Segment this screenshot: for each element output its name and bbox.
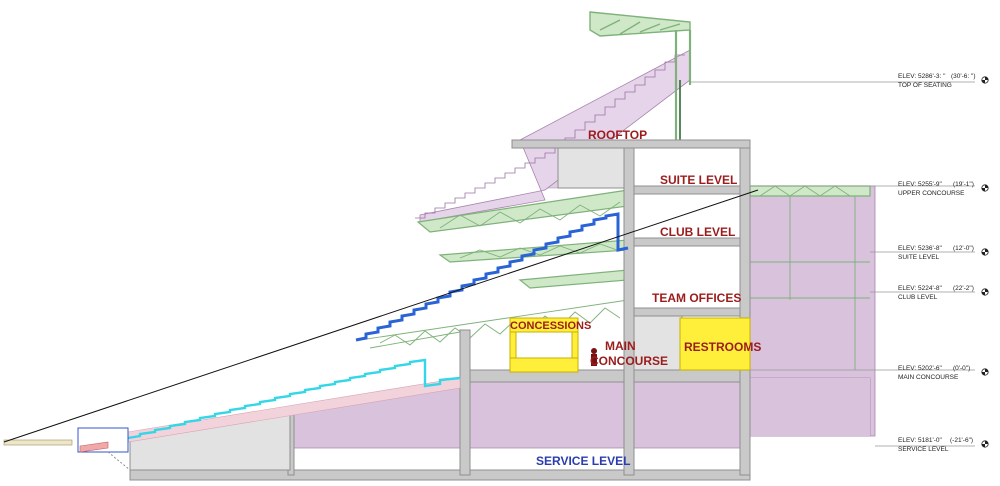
roof-brace-2 [619,21,641,35]
elev-upper-concourse: ELEV: 5255'-9" (19'-1") UPPER CONCOURSE [898,181,974,197]
elev-main-concourse: ELEV: 5202'-6" (0'-0") MAIN CONCOURSE [898,365,970,381]
elev-service-level-delta: (-21'-6") [950,437,973,444]
elev-upper-concourse-name: UPPER CONCOURSE [898,190,965,197]
upper-seating-rake [415,49,691,223]
concessions-leg-right [571,331,579,361]
upper-rake-steps [415,54,685,219]
lower-truss-line [359,299,629,341]
label-rooftop: ROOFTOP [588,128,647,142]
purple-service-right [750,378,870,436]
field-level [3,439,73,446]
elev-service-level-value: ELEV: 5181'-0" [898,437,942,444]
elevation-leaders [690,81,975,447]
column-c [739,147,751,476]
club-truss-web [459,243,621,259]
lower-truss-web [379,307,621,346]
label-concessions: CONCESSIONS [510,320,591,332]
service-slab [129,469,751,481]
elev-club-level-name: CLUB LEVEL [898,294,938,301]
label-main-concourse-line1: MAIN [605,339,636,353]
field-front-seats [79,441,109,453]
elevation-marker-icon [981,440,989,448]
elev-service-level-name: SERVICE LEVEL [898,446,949,453]
label-club-level: CLUB LEVEL [660,225,735,239]
roof-brace-3 [639,23,661,33]
upper-rake-fill [419,49,691,223]
concrete-structure [129,139,751,481]
roof-brace-1 [599,19,621,31]
elev-suite-level-name: SUITE LEVEL [898,254,940,261]
field-dashed [107,451,131,471]
elev-suite-level-delta: (12'-0") [953,245,974,252]
sightline [3,189,759,443]
label-main-concourse-line2: CONCOURSE [590,354,668,368]
suite-wall [557,147,625,189]
elev-main-concourse-value: ELEV: 5202'-6" [898,365,942,372]
restrooms-block [679,317,751,371]
column-b [623,147,635,476]
elev-suite-level: ELEV: 5236'-8" (12'-0") SUITE LEVEL [898,245,974,261]
elev-main-concourse-delta: (0'-0") [953,365,970,372]
label-team-offices: TEAM OFFICES [652,291,741,305]
person-icon [591,348,597,366]
label-suite-level: SUITE LEVEL [660,173,737,187]
team-room-left [633,315,683,371]
elev-service-level: ELEV: 5181'-0" (-21'-6") SERVICE LEVEL [898,437,973,453]
elevation-marker-icon [981,248,989,256]
lower-rake-cyan [127,358,461,440]
elevation-marker-icon [981,288,989,296]
column-a [459,329,471,476]
elev-top-of-seating-delta: (30'-6: ") [951,73,976,80]
elev-club-level: ELEV: 5224'-8" (22'-2") CLUB LEVEL [898,285,974,301]
lower-seating-rake [3,358,461,471]
elevation-marker-icon [981,184,989,192]
roof-steel [589,11,692,142]
label-service-level: SERVICE LEVEL [536,454,630,468]
concessions-counter [509,357,579,373]
elevation-marker-icon [981,368,989,376]
elevation-marker-icon [981,76,989,84]
elev-main-concourse-name: MAIN CONCOURSE [898,374,959,381]
elev-upper-concourse-delta: (19'-1") [953,181,974,188]
concessions-top [509,317,579,333]
elev-club-level-value: ELEV: 5224'-8" [898,285,942,292]
blue-seating [355,212,629,342]
roof-canopy [589,11,691,37]
elev-suite-level-value: ELEV: 5236'-8" [898,245,942,252]
elev-top-of-seating-name: TOP OF SEATING [898,82,952,89]
elev-upper-concourse-value: ELEV: 5255'-9" [898,181,942,188]
concourse-slab [459,369,751,383]
team-truss [518,269,629,289]
club-slab [627,237,751,247]
field-edge-box [77,427,129,453]
elevation-markers [981,76,989,448]
team-slab [627,307,751,317]
roof-brace-4 [659,23,681,31]
suite-slab [627,185,751,195]
truss-web [359,185,870,370]
yellow-blocks [509,317,751,373]
label-restrooms: RESTROOMS [684,340,761,354]
elev-top-of-seating-value: ELEV: 5286'-3: " [898,73,946,80]
blue-seat-rows [355,212,629,342]
concessions-leg-left [509,331,517,361]
elev-club-level-delta: (22'-2") [953,285,974,292]
suite-truss-web [439,201,621,229]
elev-top-of-seating: ELEV: 5286'-3: " (30'-6: ") TOP OF SEATI… [898,73,976,89]
